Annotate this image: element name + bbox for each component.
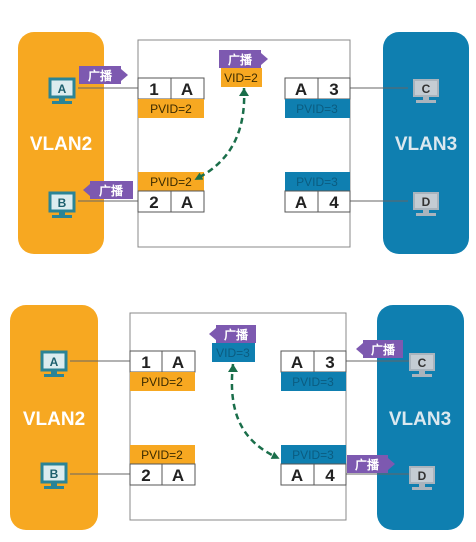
- port-3-number: 3: [329, 80, 338, 99]
- port-4: PVID=3 A 4: [284, 172, 351, 213]
- bottom-panel: VLAN2 VLAN3 A B C: [10, 305, 464, 530]
- pc-c-icon-bottom: C: [409, 353, 435, 377]
- broadcast-tag-c: 广播: [356, 340, 403, 358]
- port-3-host-bottom: A: [291, 353, 303, 372]
- forward-arrow-bottom: [230, 363, 280, 459]
- vid-frame-bottom: [212, 343, 255, 362]
- pc-a-label-bottom: A: [50, 355, 59, 369]
- pc-d-icon: D: [413, 192, 439, 216]
- port-1-pvid: PVID=2: [150, 102, 192, 116]
- pc-a-label: A: [58, 82, 67, 96]
- port-4-host-bottom: A: [291, 466, 303, 485]
- port-2-number: 2: [149, 193, 158, 212]
- broadcast-tag-frame-label: 广播: [228, 52, 253, 67]
- broadcast-tag-frame-bottom: 广播: [209, 325, 256, 343]
- port-2-bottom: PVID=2 2 A: [129, 445, 196, 486]
- vlan3-label: VLAN3: [395, 134, 457, 155]
- broadcast-tag-c-label: 广播: [371, 342, 396, 357]
- port-2-number-bottom: 2: [141, 466, 150, 485]
- broadcast-tag-d-label: 广播: [355, 457, 380, 472]
- port-4-number: 4: [329, 193, 339, 212]
- port-2-pvid-bar-bottom: [130, 445, 195, 464]
- pc-d-label-bottom: D: [418, 469, 427, 483]
- forward-arrow: [194, 87, 246, 180]
- port-2-pvid-bar: [138, 172, 204, 191]
- pc-b-label-bottom: B: [50, 467, 59, 481]
- port-1-number: 1: [149, 80, 158, 99]
- port-3-pvid-bar-bottom: [281, 372, 346, 391]
- broadcast-tag-a-label: 广播: [88, 68, 113, 83]
- vlan2-label: VLAN2: [30, 134, 92, 155]
- broadcast-tag-b: 广播: [83, 181, 133, 199]
- port-3: A 3 PVID=3: [284, 77, 351, 118]
- port-4-pvid-bottom: PVID=3: [292, 448, 334, 462]
- port-3-pvid: PVID=3: [296, 102, 338, 116]
- vid-frame-label: VID=2: [224, 71, 258, 85]
- pc-c-label: C: [422, 82, 431, 96]
- port-3-number-bottom: 3: [325, 353, 334, 372]
- port-1-bottom: 1 A PVID=2: [129, 350, 196, 391]
- port-2: PVID=2 2 A: [137, 172, 205, 213]
- port-1-pvid-bottom: PVID=2: [141, 375, 183, 389]
- port-4-pvid-bar-bottom: [281, 445, 346, 464]
- pc-c-icon: C: [413, 79, 439, 103]
- vid-frame-label-bottom: VID=3: [216, 346, 250, 360]
- pc-c-label-bottom: C: [418, 356, 427, 370]
- port-4-number-bottom: 4: [325, 466, 335, 485]
- pc-d-label: D: [422, 195, 431, 209]
- vid-frame: [221, 68, 262, 87]
- pc-a-icon: A: [48, 77, 76, 104]
- port-3-pvid-bar: [285, 99, 350, 118]
- port-4-host: A: [295, 193, 307, 212]
- forward-arrow-tail-icon: [239, 88, 249, 96]
- port-1-host-bottom: A: [172, 353, 184, 372]
- port-1-host: A: [181, 80, 193, 99]
- port-4-bottom: PVID=3 A 4: [280, 445, 347, 486]
- port-3-pvid-bottom: PVID=3: [292, 375, 334, 389]
- broadcast-tag-b-label: 广播: [99, 183, 124, 198]
- pc-d-icon-bottom: D: [409, 466, 435, 490]
- port-2-host: A: [181, 193, 193, 212]
- port-1-pvid-bar: [138, 99, 204, 118]
- vlan3-label-bottom: VLAN3: [389, 409, 451, 430]
- port-3-host: A: [295, 80, 307, 99]
- port-2-host-bottom: A: [172, 466, 184, 485]
- vlan2-label-bottom: VLAN2: [23, 409, 85, 430]
- port-2-pvid-bottom: PVID=2: [141, 448, 183, 462]
- forward-arrow-tail-icon-bottom: [228, 364, 238, 372]
- broadcast-tag-a: 广播: [79, 66, 128, 84]
- pc-b-icon-bottom: B: [40, 462, 68, 489]
- port-4-pvid-bar: [285, 172, 350, 191]
- broadcast-tag-frame-label-bottom: 广播: [224, 327, 249, 342]
- pc-b-label: B: [58, 196, 67, 210]
- pc-b-icon: B: [48, 191, 76, 218]
- port-1: 1 A PVID=2: [137, 77, 205, 118]
- top-panel: VLAN2 VLAN3 A B C: [18, 32, 469, 254]
- port-3-bottom: A 3 PVID=3: [280, 350, 347, 391]
- port-2-pvid: PVID=2: [150, 175, 192, 189]
- port-1-number-bottom: 1: [141, 353, 150, 372]
- port-1-pvid-bar-bottom: [130, 372, 195, 391]
- port-4-pvid: PVID=3: [296, 175, 338, 189]
- broadcast-tag-d: 广播: [347, 455, 395, 473]
- pc-a-icon-bottom: A: [40, 350, 68, 377]
- broadcast-tag-frame: 广播: [219, 50, 268, 68]
